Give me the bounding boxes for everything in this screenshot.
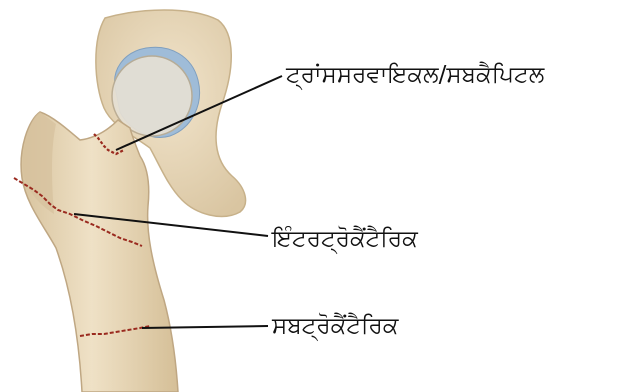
label-transcervical-subcapital: ਟ੍ਰਾਂਸਸਰਵਾਇਕਲ/ਸਬਕੈਪਿਟਲ — [286, 64, 544, 87]
label-subtrochanteric: ਸਬਟ੍ਰੋਕੈਂਟੈਰਿਕ — [272, 315, 398, 338]
label-intertrochanteric: ਇੰਟਰਟ੍ਰੋਕੈਂਟੈਰਿਕ — [272, 228, 418, 251]
